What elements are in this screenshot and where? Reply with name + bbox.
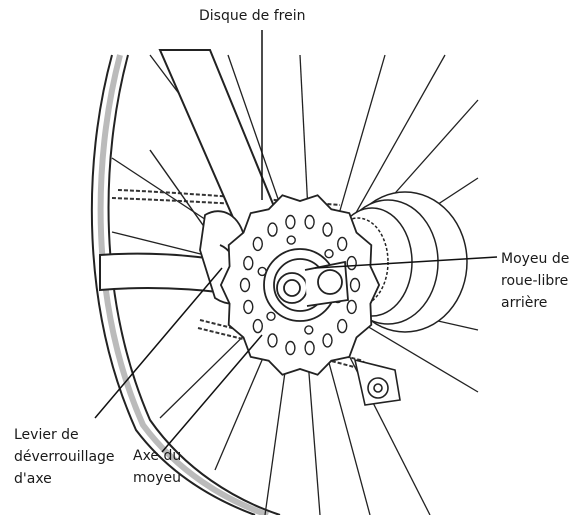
disc-hole xyxy=(244,300,253,313)
label-freehub-line: arrière xyxy=(501,292,569,314)
disc-hole xyxy=(338,237,347,250)
disc-hole xyxy=(323,223,332,236)
disc-hole xyxy=(244,257,253,270)
disc-hole xyxy=(268,334,277,347)
disc-hole xyxy=(286,342,295,355)
disc-rotor-bolt xyxy=(325,250,333,258)
label-freehub: Moyeu de roue-libre arrière xyxy=(501,248,569,314)
disc-rotor-bolt xyxy=(287,236,295,244)
disc-hole xyxy=(268,223,277,236)
disc-hole xyxy=(338,320,347,333)
disc-hole xyxy=(253,237,262,250)
disc-rotor-bolt xyxy=(267,312,275,320)
label-hub-axle-line: Axe du xyxy=(133,445,181,467)
disc-hole xyxy=(241,279,250,292)
disc-rotor-bolt xyxy=(305,326,313,334)
disc-hole xyxy=(253,320,262,333)
label-freehub-line: roue-libre xyxy=(501,270,569,292)
label-axle-lever: Levier de déverrouillage d'axe xyxy=(14,424,115,490)
leader-hub-axle xyxy=(162,335,262,452)
label-axle-lever-line: déverrouillage xyxy=(14,446,115,468)
label-freehub-line: Moyeu de xyxy=(501,248,569,270)
rear-derailleur xyxy=(355,360,400,405)
disc-hole xyxy=(347,300,356,313)
label-brake-disc: Disque de frein xyxy=(199,5,306,27)
disc-hole xyxy=(305,342,314,355)
label-hub-axle-line: moyeu xyxy=(133,467,181,489)
disc-hole xyxy=(323,334,332,347)
disc-hole xyxy=(351,279,360,292)
label-brake-disc-line: Disque de frein xyxy=(199,5,306,27)
label-axle-lever-line: Levier de xyxy=(14,424,115,446)
disc-hole xyxy=(305,216,314,229)
label-axle-lever-line: d'axe xyxy=(14,468,115,490)
label-hub-axle: Axe du moyeu xyxy=(133,445,181,489)
disc-hole xyxy=(347,257,356,270)
disc-hole xyxy=(286,216,295,229)
